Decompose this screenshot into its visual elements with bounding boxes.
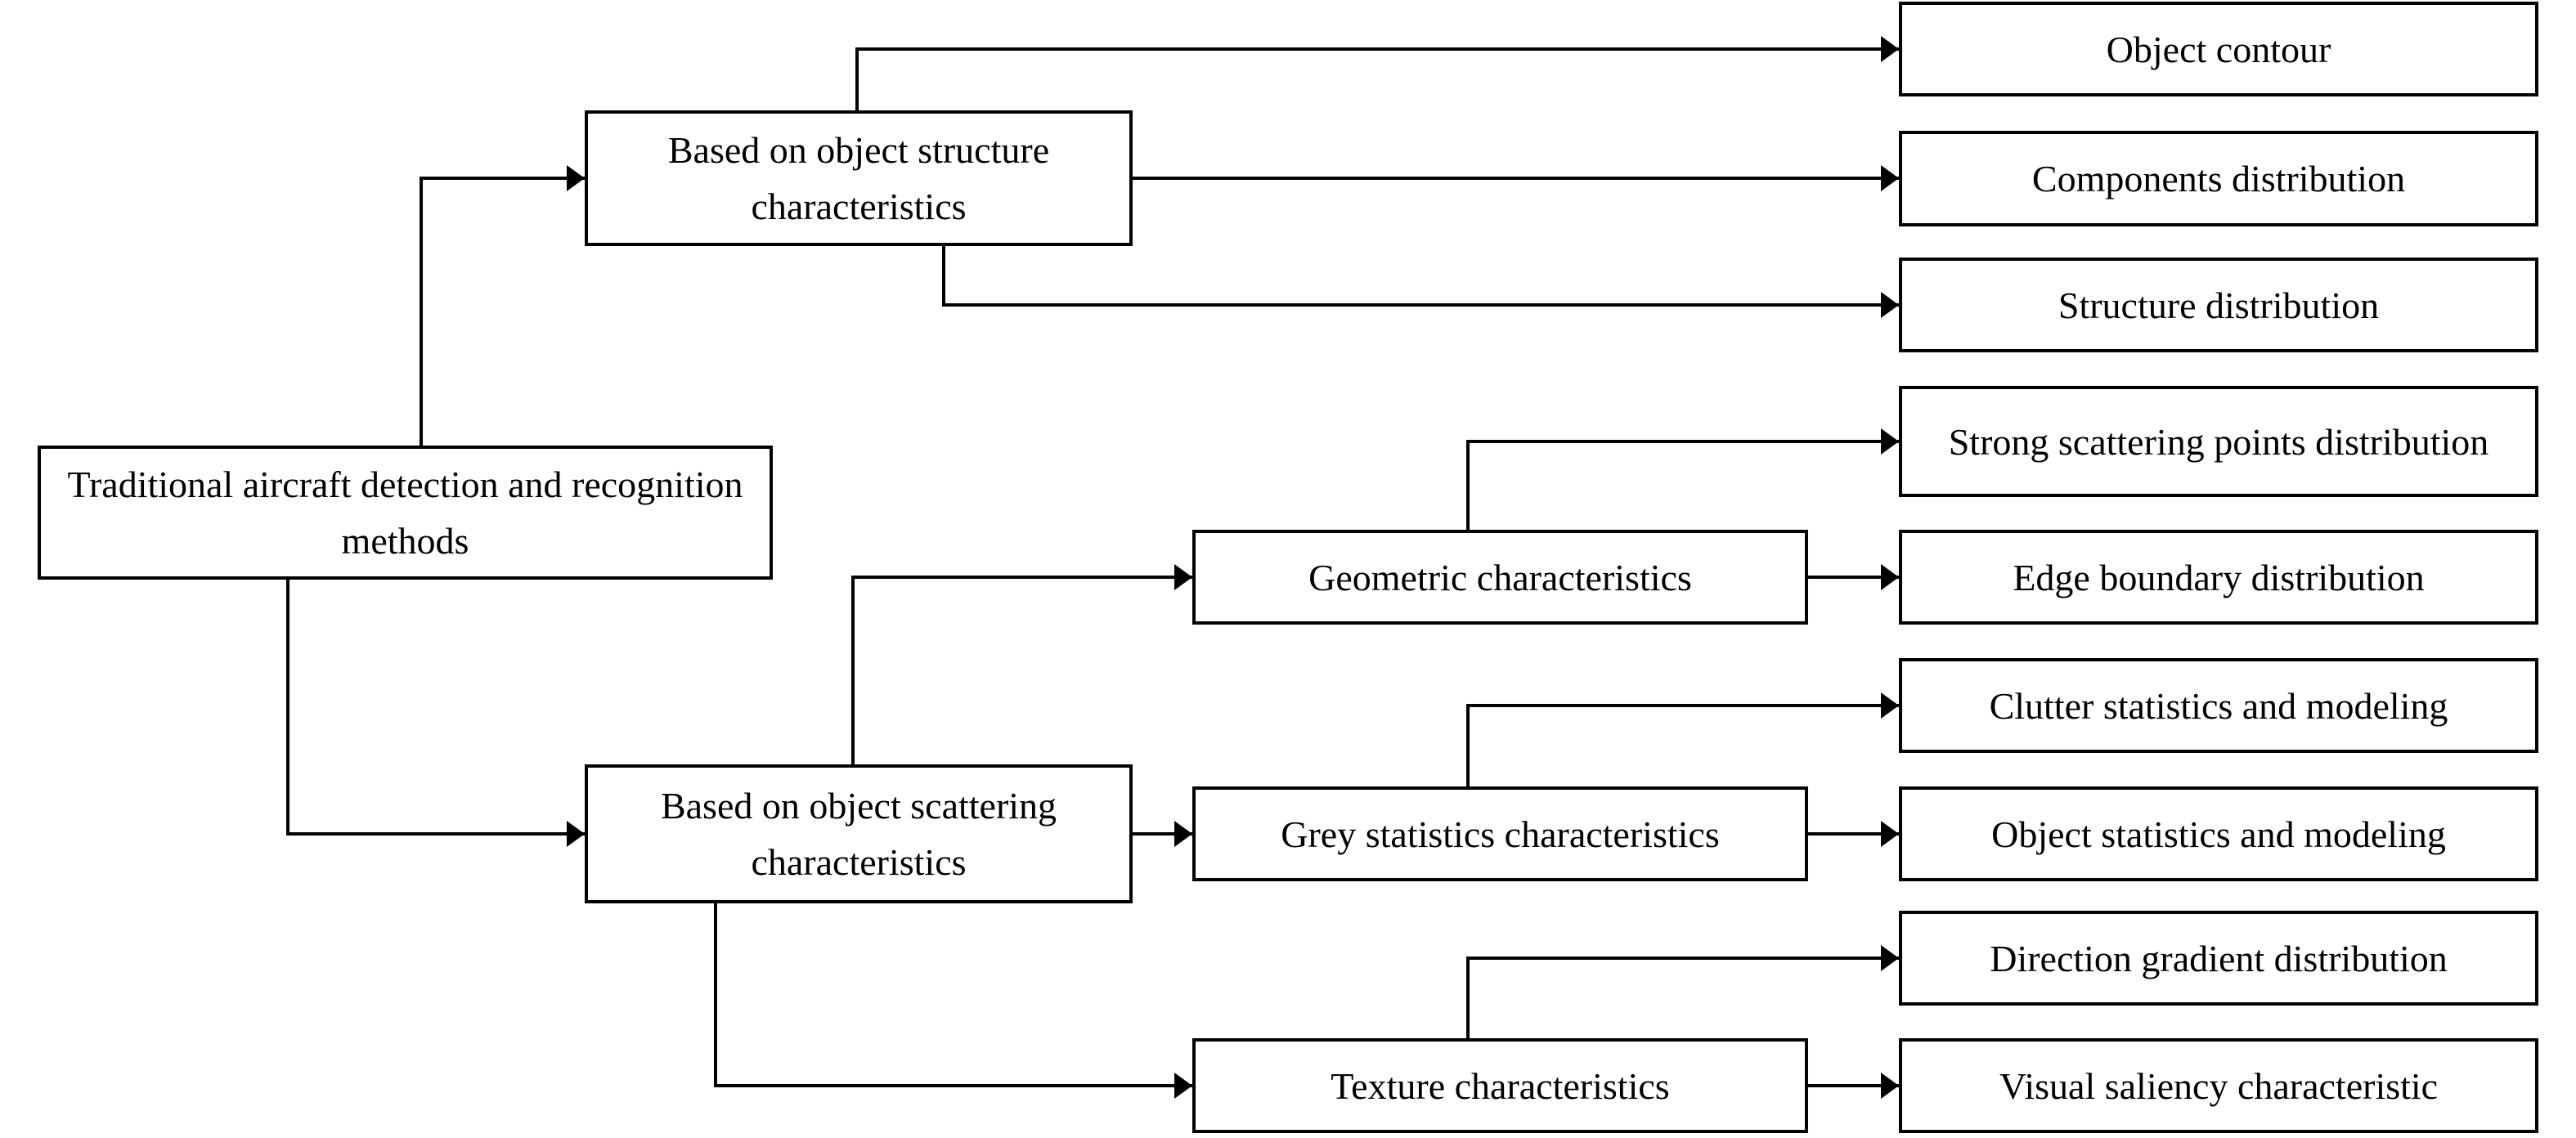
- node-label: Traditional aircraft detection and recog…: [67, 464, 743, 562]
- node-visual-saliency-characteristic: Visual saliency characteristic: [1899, 1038, 2538, 1133]
- node-label: Components distribution: [2031, 158, 2406, 199]
- node-label: Object statistics and modeling: [1991, 813, 2446, 855]
- node-clutter-statistics-and-modeling: Clutter statistics and modeling: [1899, 658, 2538, 753]
- node-object-statistics-and-modeling: Object statistics and modeling: [1899, 786, 2538, 881]
- edge-root-to-scattering-branch: [286, 580, 585, 847]
- node-geometric-characteristics: Geometric characteristics: [1192, 530, 1808, 625]
- node-strong-scattering-points-distribution: Strong scattering points distribution: [1899, 386, 2538, 497]
- node-label: Edge boundary distribution: [2013, 556, 2425, 598]
- node-label: Visual saliency characteristic: [1999, 1064, 2439, 1107]
- node-based-on-object-scattering: Based on object scattering characteristi…: [585, 764, 1133, 903]
- node-components-distribution: Components distribution: [1899, 131, 2538, 226]
- edge-grey-to-clutter-statistics: [1466, 692, 1899, 786]
- node-label: Strong scattering points distribution: [1948, 420, 2489, 463]
- node-label: Clutter statistics and modeling: [1989, 684, 2448, 727]
- node-based-on-object-structure: Based on object structure characteristic…: [585, 110, 1133, 246]
- edge-scattering-to-geometric: [851, 564, 1192, 764]
- edge-geometric-to-strong-scattering: [1466, 428, 1899, 530]
- edge-root-to-structure-branch: [420, 165, 585, 446]
- node-label: Geometric characteristics: [1308, 556, 1692, 598]
- edge-texture-to-direction-gradient: [1466, 945, 1899, 1038]
- node-label: Based on object scattering characteristi…: [660, 785, 1057, 883]
- edge-structure-to-structure-distribution: [942, 246, 1899, 318]
- node-label: Direction gradient distribution: [1990, 937, 2448, 979]
- node-direction-gradient-distribution: Direction gradient distribution: [1899, 911, 2538, 1006]
- node-root-traditional-methods: Traditional aircraft detection and recog…: [38, 446, 773, 580]
- node-grey-statistics-characteristics: Grey statistics characteristics: [1192, 786, 1808, 881]
- edge-scattering-to-texture: [714, 903, 1192, 1099]
- node-label: Structure distribution: [2058, 284, 2380, 326]
- node-edge-boundary-distribution: Edge boundary distribution: [1899, 530, 2538, 625]
- node-label: Object contour: [2106, 28, 2331, 70]
- node-object-contour: Object contour: [1899, 2, 2538, 96]
- node-label: Grey statistics characteristics: [1281, 813, 1720, 855]
- edge-structure-to-object-contour: [855, 36, 1899, 110]
- node-label: Texture characteristics: [1331, 1064, 1670, 1107]
- node-texture-characteristics: Texture characteristics: [1192, 1038, 1808, 1133]
- node-structure-distribution: Structure distribution: [1899, 258, 2538, 352]
- node-label: Based on object structure characteristic…: [667, 129, 1050, 227]
